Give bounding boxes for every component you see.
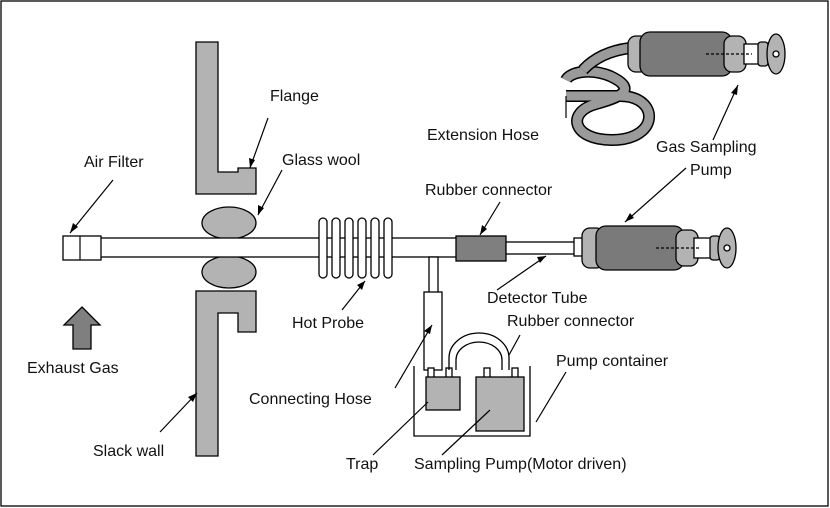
arrowhead: [731, 85, 738, 95]
label-extension-hose: Extension Hose: [427, 127, 539, 144]
leader-gas-pump-lower: [624, 167, 687, 223]
arrowhead: [357, 281, 365, 290]
arrowhead: [480, 225, 487, 235]
leader-detector-tube: [496, 255, 547, 291]
label-gas-sampling-pump-2: Pump: [690, 162, 732, 179]
label-rubber-connector-bottom: Rubber connector: [507, 313, 635, 330]
leader-air-filter: [69, 179, 114, 234]
arrowhead: [625, 213, 634, 222]
leader-arrowheads: [70, 85, 738, 402]
leader-rubber-connector-bottom: [508, 334, 521, 356]
exhaust-gas-arrow-icon: [62, 306, 102, 350]
branch-tube: [428, 256, 439, 294]
leader-pump-container: [535, 371, 567, 423]
leader-trap: [372, 401, 429, 456]
labels: Flange Glass wool Air Filter Extension H…: [27, 88, 757, 473]
arrowhead: [249, 158, 255, 168]
rubber-connector-top: [455, 235, 507, 262]
probe-tube: [99, 237, 459, 258]
u-hose-outer: [448, 332, 510, 370]
label-trap: Trap: [346, 456, 378, 473]
leader-gas-pump-upper: [712, 84, 739, 141]
arrowhead: [188, 393, 197, 402]
gas-sampling-pump-lower: [573, 225, 737, 271]
trap: [425, 376, 461, 411]
pump-handle-hole: [772, 50, 780, 58]
arrowhead: [424, 325, 432, 334]
pump-container: [413, 366, 531, 437]
hot-probe-fin: [318, 217, 328, 279]
glass-wool-upper: [201, 206, 257, 240]
extension-hose-lead: [579, 43, 631, 74]
label-pump-container: Pump container: [556, 353, 669, 370]
label-flange: Flange: [270, 88, 319, 105]
label-glass-wool: Glass wool: [282, 152, 360, 169]
label-air-filter: Air Filter: [84, 154, 144, 171]
label-hot-probe: Hot Probe: [292, 315, 364, 332]
label-detector-tube: Detector Tube: [487, 290, 588, 307]
leader-connecting-hose: [394, 324, 433, 389]
hot-probe-fin: [331, 217, 341, 279]
hot-probe-fin: [344, 217, 354, 279]
hot-probe-fin: [370, 217, 380, 279]
glass-wool-lower: [201, 255, 257, 289]
u-hose-inner: [455, 341, 503, 370]
arrowhead: [258, 205, 264, 215]
pump-handle-hole: [723, 244, 731, 252]
label-slack-wall: Slack wall: [93, 443, 164, 460]
air-filter: [62, 235, 102, 261]
arrowhead: [70, 223, 78, 233]
hot-probe-fins: [318, 217, 393, 279]
stack-wall-upper: [195, 41, 257, 195]
gas-sampling-pump-upper: [560, 31, 786, 147]
leader-sampling-pump: [441, 409, 491, 456]
hot-probe-fin: [357, 217, 367, 279]
label-rubber-connector-top: Rubber connector: [425, 182, 553, 199]
hot-probe-fin: [383, 217, 393, 279]
stack-wall-lower: [195, 290, 257, 457]
label-connecting-hose: Connecting Hose: [249, 391, 372, 408]
label-sampling-pump: Sampling Pump(Motor driven): [414, 456, 627, 473]
arrowhead: [537, 256, 546, 263]
detector-tube: [505, 241, 577, 255]
pump-barrel: [595, 225, 685, 271]
sampling-pump: [475, 376, 525, 432]
label-gas-sampling-pump-1: Gas Sampling: [656, 139, 757, 156]
label-exhaust-gas: Exhaust Gas: [27, 360, 119, 377]
extension-hose-coil: [561, 67, 654, 145]
